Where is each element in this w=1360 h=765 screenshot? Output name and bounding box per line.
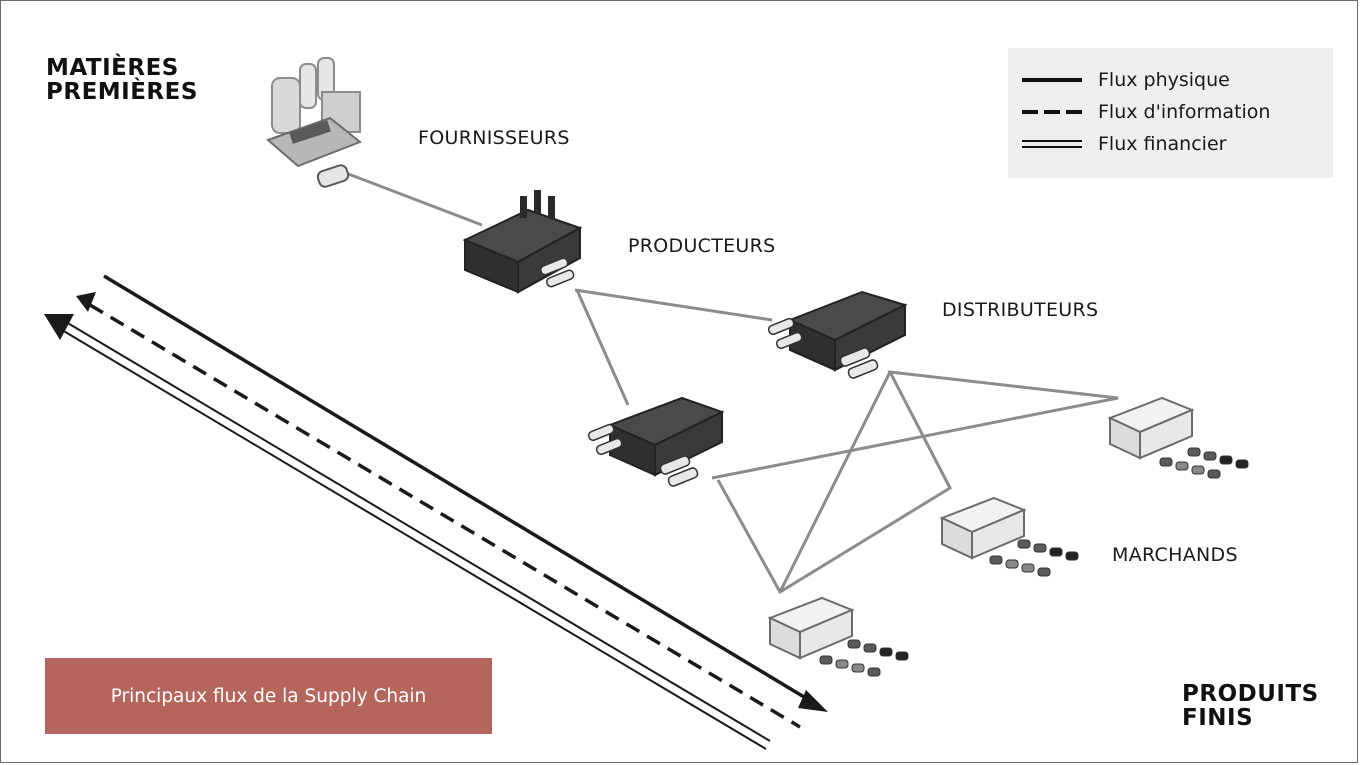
merchant-store-3-icon [767, 596, 909, 677]
finished-products-title: PRODUITS FINIS [1182, 682, 1319, 730]
producer-machine-icon [462, 190, 583, 294]
legend-label-physical: Flux physique [1098, 69, 1230, 91]
merchant-store-1-icon [1107, 396, 1249, 479]
raw-materials-line-1: MATIÈRES [46, 55, 179, 81]
caption-banner: Principaux flux de la Supply Chain [45, 658, 492, 734]
solid-line-swatch [1022, 68, 1082, 92]
connector-lines [337, 168, 1119, 595]
raw-materials-line-2: PREMIÈRES [46, 79, 198, 105]
physical-flow-line [103, 274, 815, 705]
caption-text: Principaux flux de la Supply Chain [110, 685, 427, 707]
producers-label: PRODUCTEURS [628, 235, 776, 257]
finished-products-line-2: FINIS [1182, 705, 1254, 731]
information-flow-line [89, 303, 801, 729]
legend-item-information: Flux d'information [1022, 100, 1270, 124]
financial-flow-line-b [61, 329, 767, 750]
physical-flow-arrowhead [798, 690, 828, 712]
legend-item-financial: Flux financier [1022, 132, 1226, 156]
distributor-machine-icon [767, 290, 908, 379]
double-line-swatch [1022, 132, 1082, 156]
merchants-label: MARCHANDS [1112, 544, 1238, 566]
legend-label-financial: Flux financier [1098, 133, 1227, 155]
supplier-factory-icon [266, 57, 362, 188]
connector-producer-distributor [574, 288, 773, 322]
flow-arrows [44, 274, 828, 750]
distributor-machine-2-icon [587, 396, 725, 487]
finished-products-line-1: PRODUITS [1182, 681, 1319, 707]
connector-supplier-producer [337, 168, 483, 227]
financial-flow-arrowhead [44, 314, 74, 340]
connector-cross-b [778, 371, 892, 593]
legend-item-physical: Flux physique [1022, 68, 1230, 92]
suppliers-label: FOURNISSEURS [418, 127, 570, 149]
legend-label-information: Flux d'information [1098, 101, 1271, 123]
connector-producer-producer2 [575, 289, 630, 406]
financial-flow-line-a [65, 321, 771, 742]
legend: Flux physique Flux d'information Flux fi… [1008, 48, 1333, 178]
connector-cross-a [711, 370, 1119, 595]
information-flow-arrowhead [76, 292, 96, 312]
dashed-line-swatch [1022, 100, 1082, 124]
merchant-store-2-icon [939, 496, 1079, 577]
distributors-label: DISTRIBUTEURS [942, 299, 1099, 321]
raw-materials-title: MATIÈRES PREMIÈRES [46, 56, 198, 104]
